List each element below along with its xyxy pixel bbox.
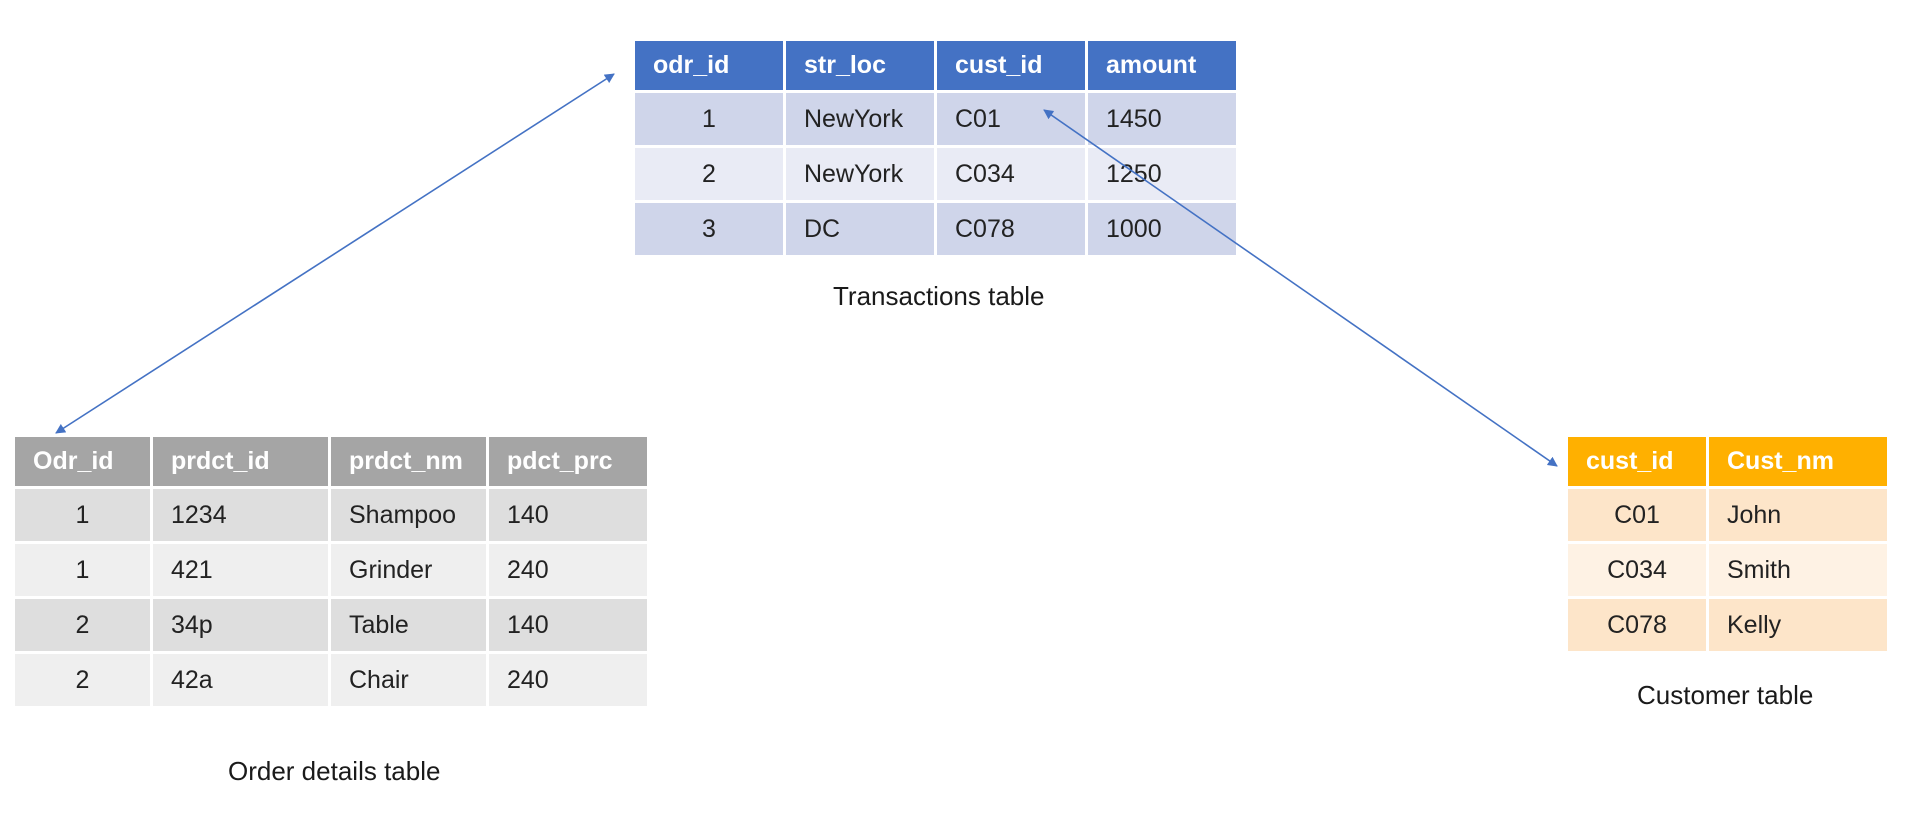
table-cell: C034 [1568,544,1706,596]
table-cell: 42a [153,654,328,706]
column-header: amount [1088,41,1236,90]
table-cell: 140 [489,599,647,651]
table-header-row: cust_id Cust_nm [1568,437,1887,486]
column-header: cust_id [937,41,1085,90]
transactions-table: odr_id str_loc cust_id amount 1 NewYork … [632,38,1239,258]
table-row: C034 Smith [1568,544,1887,596]
customer-table: cust_id Cust_nm C01 John C034 Smith C078… [1565,434,1890,654]
table-cell: Kelly [1709,599,1887,651]
table-cell: 1 [15,489,150,541]
table-row: C01 John [1568,489,1887,541]
column-header: Cust_nm [1709,437,1887,486]
table-cell: Table [331,599,486,651]
table-cell: C078 [937,203,1085,255]
column-header: Odr_id [15,437,150,486]
table-cell: 1 [15,544,150,596]
table-cell: 1250 [1088,148,1236,200]
table-cell: 34p [153,599,328,651]
column-header: prdct_id [153,437,328,486]
table-cell: DC [786,203,934,255]
table-cell: 2 [15,599,150,651]
transactions-table-caption: Transactions table [833,281,1045,311]
column-header: prdct_nm [331,437,486,486]
table-header-row: Odr_id prdct_id prdct_nm pdct_prc [15,437,647,486]
table-cell: 1234 [153,489,328,541]
table-cell: 2 [15,654,150,706]
order-details-table: Odr_id prdct_id prdct_nm pdct_prc 1 1234… [12,434,650,709]
table-cell: Grinder [331,544,486,596]
table-row: 1 421 Grinder 240 [15,544,647,596]
customer-table-caption: Customer table [1637,680,1814,710]
table-header-row: odr_id str_loc cust_id amount [635,41,1236,90]
table-cell: 421 [153,544,328,596]
table-cell: 140 [489,489,647,541]
table-cell: Shampoo [331,489,486,541]
table-cell: C01 [1568,489,1706,541]
table-cell: 2 [635,148,783,200]
table-cell: Chair [331,654,486,706]
table-cell: C01 [937,93,1085,145]
table-row: 3 DC C078 1000 [635,203,1236,255]
table-row: 1 1234 Shampoo 140 [15,489,647,541]
table-cell: 1 [635,93,783,145]
table-row: 2 34p Table 140 [15,599,647,651]
table-cell: C078 [1568,599,1706,651]
table-cell: 1450 [1088,93,1236,145]
table-cell: NewYork [786,93,934,145]
column-header: odr_id [635,41,783,90]
column-header: str_loc [786,41,934,90]
table-row: 2 42a Chair 240 [15,654,647,706]
table-cell: 240 [489,544,647,596]
table-cell: 1000 [1088,203,1236,255]
table-cell: C034 [937,148,1085,200]
table-row: 1 NewYork C01 1450 [635,93,1236,145]
order-to-transactions-connector [55,73,615,434]
table-cell: 3 [635,203,783,255]
table-cell: NewYork [786,148,934,200]
table-cell: 240 [489,654,647,706]
order-details-table-caption: Order details table [228,756,441,786]
table-row: C078 Kelly [1568,599,1887,651]
table-row: 2 NewYork C034 1250 [635,148,1236,200]
table-cell: Smith [1709,544,1887,596]
column-header: pdct_prc [489,437,647,486]
table-cell: John [1709,489,1887,541]
column-header: cust_id [1568,437,1706,486]
